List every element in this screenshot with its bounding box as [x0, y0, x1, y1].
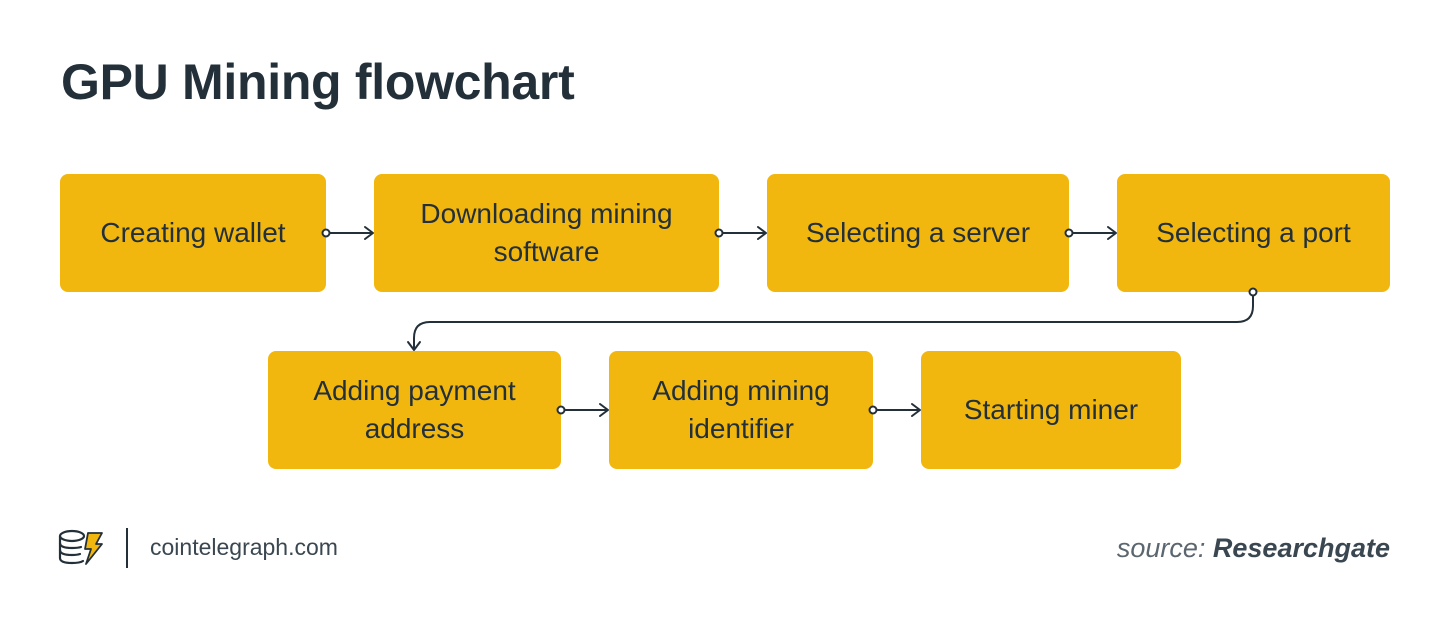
step-downloading-mining-software: Downloading mining software	[374, 174, 719, 292]
connector-arrow-6-7	[868, 403, 921, 417]
footer-source: source: Researchgate	[1117, 531, 1390, 565]
connector-arrow-3-4	[1064, 226, 1117, 240]
connector-arrow-1-2	[321, 226, 374, 240]
step-creating-wallet: Creating wallet	[60, 174, 326, 292]
source-name: Researchgate	[1212, 533, 1390, 563]
footer-site-link[interactable]: cointelegraph.com	[150, 534, 338, 560]
step-adding-payment-address: Adding payment address	[268, 351, 561, 469]
step-selecting-port: Selecting a port	[1117, 174, 1390, 292]
page-title: GPU Mining flowchart	[61, 54, 575, 110]
footer-divider	[126, 528, 128, 568]
connector-arrow-5-6	[556, 403, 609, 417]
source-label: source:	[1116, 533, 1206, 563]
cointelegraph-logo-icon	[58, 529, 103, 565]
step-adding-mining-identifier: Adding mining identifier	[609, 351, 873, 469]
step-starting-miner: Starting miner	[921, 351, 1181, 469]
connector-arrow-2-3	[714, 226, 767, 240]
step-selecting-server: Selecting a server	[767, 174, 1069, 292]
connector-arrow-4-5	[407, 287, 1258, 351]
